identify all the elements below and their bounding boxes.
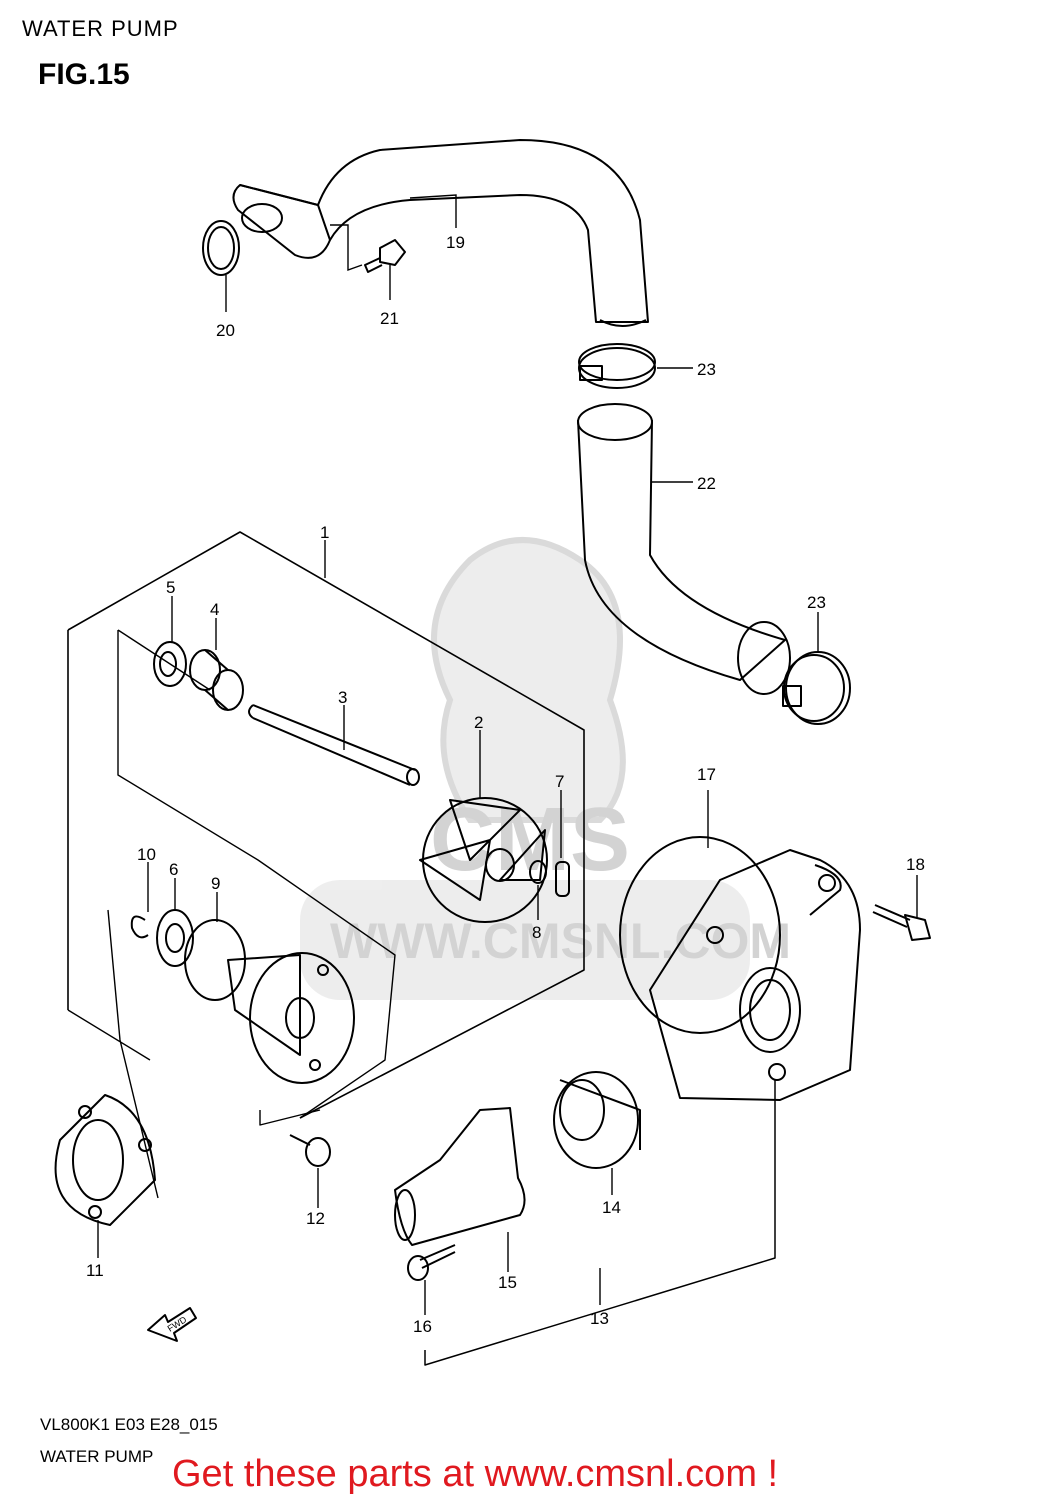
callout-8: 8 (532, 923, 541, 942)
callout-13: 13 (590, 1309, 609, 1328)
callout-12: 12 (306, 1209, 325, 1228)
bolt-12 (289, 1134, 331, 1167)
callout-23-lower: 23 (807, 593, 826, 612)
callout-2: 2 (474, 713, 483, 732)
bearing-6 (156, 909, 194, 967)
o-ring-20 (202, 220, 240, 276)
bolt-21 (364, 239, 406, 273)
callout-14: 14 (602, 1198, 621, 1217)
callout-1: 1 (320, 523, 329, 542)
thermostat-14 (553, 1071, 641, 1169)
washer-8 (529, 860, 547, 884)
gasket-17 (619, 836, 781, 1034)
impeller-2 (419, 797, 548, 923)
callout-19: 19 (446, 233, 465, 252)
gasket-11 (54, 1094, 156, 1226)
page-title: WATER PUMP (22, 16, 179, 41)
callout-3: 3 (338, 688, 347, 707)
fwd-arrow-icon (147, 1307, 197, 1342)
callout-4: 4 (210, 600, 219, 619)
diagram-name: WATER PUMP (40, 1447, 154, 1466)
diagram-code: VL800K1 E03 E28_015 (40, 1415, 218, 1434)
hose-clamp-upper (578, 343, 656, 389)
pump-shaft-3 (248, 704, 420, 786)
coolant-pipe (232, 139, 649, 327)
mechanical-seal-4 (189, 649, 244, 711)
callout-23-upper: 23 (697, 360, 716, 379)
bolt-18 (872, 904, 931, 941)
pin-7 (555, 861, 570, 897)
figure-number: FIG.15 (38, 58, 130, 91)
callout-18: 18 (906, 855, 925, 874)
callout-21: 21 (380, 309, 399, 328)
callout-6: 6 (169, 860, 178, 879)
assembly-box-1 (67, 531, 585, 1119)
callout-11: 11 (86, 1261, 104, 1280)
callout-16: 16 (413, 1317, 432, 1336)
coolant-hose (577, 403, 791, 695)
circlip-10 (130, 915, 149, 939)
bolt-16 (407, 1244, 456, 1281)
hose-clamp-lower (782, 651, 851, 725)
callout-5: 5 (166, 578, 175, 597)
watermark: CMS WWW.CMSNL.COM (300, 537, 791, 1000)
callout-15: 15 (498, 1273, 517, 1292)
callout-22: 22 (697, 474, 716, 493)
callout-10: 10 (137, 845, 156, 864)
cta-link[interactable]: Get these parts at www.cmsnl.com ! (172, 1453, 779, 1495)
pump-body (227, 952, 355, 1084)
callout-17: 17 (697, 765, 716, 784)
callout-7: 7 (555, 772, 564, 791)
o-ring-9 (184, 919, 246, 1001)
pump-cover (649, 849, 861, 1101)
watermark-url: WWW.CMSNL.COM (330, 913, 791, 969)
oil-seal-5 (153, 641, 187, 687)
thermostat-housing-15 (394, 1107, 526, 1246)
callout-20: 20 (216, 321, 235, 340)
callout-9: 9 (211, 874, 220, 893)
